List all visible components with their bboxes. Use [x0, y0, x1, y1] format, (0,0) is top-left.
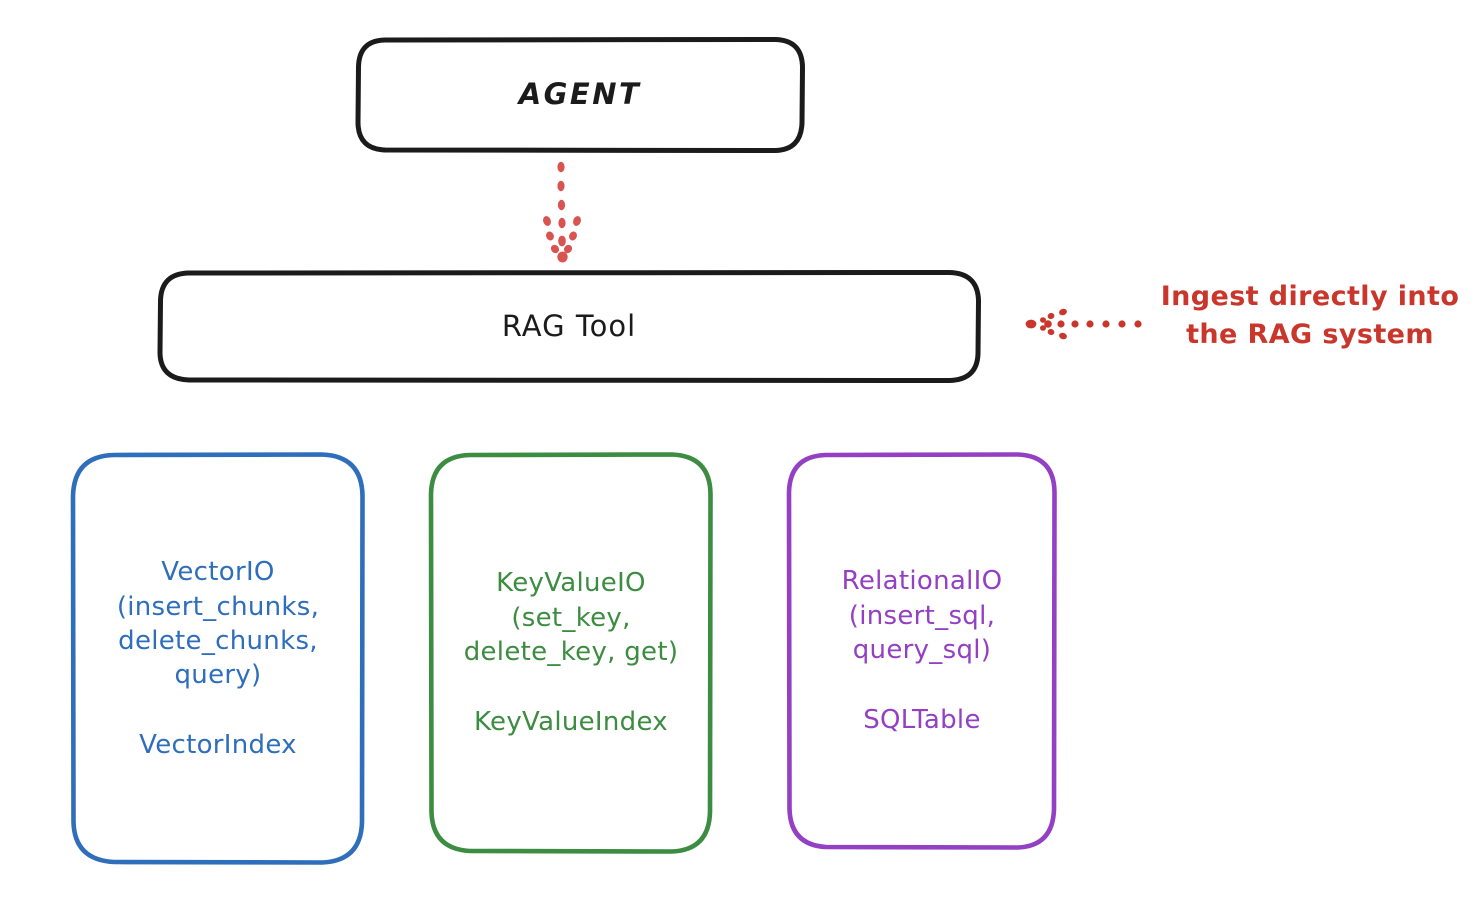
- node-key-value-io[interactable]: KeyValueIO (set_key, delete_key, get) Ke…: [428, 452, 714, 854]
- node-agent[interactable]: AGENT: [355, 37, 805, 153]
- relational-io-api-label: RelationalIO (insert_sql, query_sql): [841, 566, 1003, 665]
- ingest-annotation-text: Ingest directly into the RAG system: [1160, 281, 1460, 351]
- ingest-arrow-icon: [1025, 308, 1142, 340]
- node-relational-io[interactable]: RelationalIO (insert_sql, query_sql) SQL…: [786, 452, 1058, 850]
- rag-tool-label: RAG Tool: [501, 308, 637, 343]
- key-value-io-index-label: KeyValueIndex: [473, 707, 668, 738]
- vector-io-api-label: VectorIO (insert_chunks, delete_chunks, …: [116, 557, 320, 691]
- node-rag-tool[interactable]: RAG Tool: [157, 270, 981, 383]
- agent-label: AGENT: [518, 77, 642, 112]
- ingest-annotation: Ingest directly into the RAG system: [1022, 278, 1472, 370]
- node-vector-io[interactable]: VectorIO (insert_chunks, delete_chunks, …: [70, 452, 366, 866]
- vector-io-index-label: VectorIndex: [139, 730, 297, 761]
- relational-io-index-label: SQLTable: [863, 705, 981, 736]
- connector-agent-to-rag-tool-icon: [543, 161, 581, 263]
- key-value-io-api-label: KeyValueIO (set_key, delete_key, get): [463, 568, 679, 667]
